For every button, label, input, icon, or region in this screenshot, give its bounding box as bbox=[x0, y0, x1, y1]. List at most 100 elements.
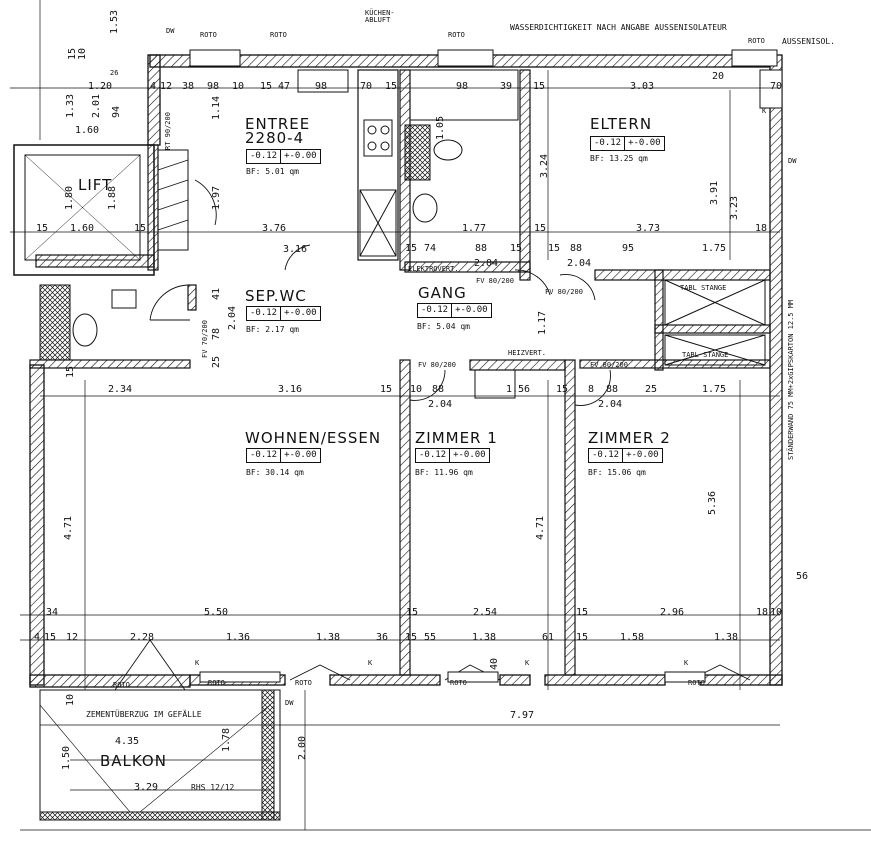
dim: 25 bbox=[645, 384, 658, 395]
dim: 1.38 bbox=[472, 632, 497, 643]
level-box-zimmer1: -0.12+-0.00 bbox=[415, 448, 490, 463]
dim: 3.16 bbox=[283, 244, 308, 255]
dim: 8 bbox=[588, 384, 595, 395]
vdim: 1.53 bbox=[109, 9, 120, 34]
dim: 3.73 bbox=[636, 223, 661, 234]
roto-label: ROTO bbox=[200, 31, 217, 39]
stair-lines bbox=[157, 159, 189, 231]
vdim: 25 bbox=[211, 355, 222, 368]
note-fv-z1: FV 80/200 bbox=[418, 361, 456, 369]
vdim: 3.91 bbox=[709, 180, 720, 205]
roto-label: ROTO bbox=[295, 679, 312, 687]
dim: 15 bbox=[260, 81, 273, 92]
room-name-lift: LIFT bbox=[78, 176, 113, 194]
level-a: -0.12 bbox=[592, 450, 620, 460]
note-fv-gang2: FV 80/200 bbox=[545, 288, 583, 296]
note-aussenisol: AUSSENISOL. bbox=[782, 37, 835, 46]
note-rt: RT 90/200 bbox=[164, 112, 172, 150]
level-a: -0.12 bbox=[250, 450, 278, 460]
roto-label: ROTO bbox=[113, 681, 130, 689]
note-wasserdichtigkeit: WASSERDICHTIGKEIT NACH ANGABE AUSSENISOL… bbox=[510, 23, 727, 32]
area-gang: BF: 5.04 qm bbox=[417, 322, 470, 331]
dim: 10 bbox=[770, 607, 783, 618]
roto-label: ROTO bbox=[748, 37, 765, 45]
level-box-gang: -0.12+-0.00 bbox=[417, 303, 492, 318]
dim: 12 bbox=[66, 632, 79, 643]
bathroom-fixtures bbox=[404, 69, 519, 223]
note-fv-z2: FV 80/200 bbox=[590, 361, 628, 369]
dim: 1.77 bbox=[462, 223, 487, 234]
dim: 18 bbox=[755, 223, 768, 234]
vdim: 1.17 bbox=[537, 310, 548, 335]
vdim: 1.14 bbox=[211, 95, 222, 120]
area-sepwc: BF: 2.17 qm bbox=[246, 325, 299, 334]
exterior-walls bbox=[29, 54, 783, 688]
note-dw-right: DW bbox=[788, 157, 797, 165]
vdim: 1.80 bbox=[64, 185, 75, 210]
dim: 15 bbox=[134, 223, 147, 234]
note-zementueberzug: ZEMENTÜBERZUG IM GEFÄLLE bbox=[86, 710, 202, 719]
k-marker: K bbox=[368, 659, 373, 667]
area-wohnen: BF: 30.14 qm bbox=[246, 468, 304, 477]
vdim: 1.50 bbox=[61, 745, 72, 770]
level-box-eltern: -0.12+-0.00 bbox=[590, 136, 665, 151]
level-box-zimmer2: -0.12+-0.00 bbox=[588, 448, 663, 463]
dim: 98 bbox=[315, 81, 328, 92]
dim: 15 bbox=[44, 632, 57, 643]
level-box-entree: -0.12+-0.00 bbox=[246, 149, 321, 164]
vdim: 2.04 bbox=[227, 305, 238, 330]
room-name-entree: ENTREE bbox=[245, 115, 311, 133]
dim: 47 bbox=[278, 81, 291, 92]
dim: 70 bbox=[770, 81, 783, 92]
room-name-eltern: ELTERN bbox=[590, 115, 653, 133]
vdim: 2.00 bbox=[297, 735, 308, 760]
dim: 2.04 bbox=[598, 399, 623, 410]
balcony bbox=[39, 689, 281, 821]
dim: 15 bbox=[548, 243, 561, 254]
level-b: +-0.00 bbox=[622, 449, 662, 462]
dim: 1.56 bbox=[506, 384, 531, 395]
vdim: 10 bbox=[77, 47, 88, 60]
dimension-lines bbox=[10, 0, 871, 831]
dim: 1.60 bbox=[75, 125, 100, 136]
dim: 4.35 bbox=[115, 736, 140, 747]
dim: 1.75 bbox=[702, 243, 727, 254]
dim: 3.76 bbox=[262, 223, 287, 234]
dim: 38 bbox=[182, 81, 195, 92]
level-a: -0.12 bbox=[594, 138, 622, 148]
area-entree: BF: 5.01 qm bbox=[246, 167, 299, 176]
level-box-sepwc: -0.12+-0.00 bbox=[246, 306, 321, 321]
dim: 4 bbox=[34, 632, 41, 643]
note-kuechenabluft: KÜCHEN-ABLUFT bbox=[365, 9, 395, 24]
dim: 7.97 bbox=[510, 710, 535, 721]
note-stange2: TABL STANGE bbox=[682, 351, 729, 359]
dim: 1.36 bbox=[226, 632, 251, 643]
roto-label: ROTO bbox=[450, 679, 467, 687]
note-staenderwand: STÄNDERWAND 75 MM+2xGIPSKARTON 12.5 MM bbox=[787, 299, 795, 460]
dim: 10 bbox=[410, 384, 423, 395]
level-a: -0.12 bbox=[419, 450, 447, 460]
level-b: +-0.00 bbox=[280, 307, 320, 320]
dim: 15 bbox=[510, 243, 523, 254]
gang-cupboards bbox=[474, 279, 766, 399]
door-swings bbox=[114, 179, 751, 691]
k-marker: K bbox=[525, 659, 530, 667]
dim: 98 bbox=[456, 81, 469, 92]
dim: 2.34 bbox=[108, 384, 133, 395]
vdim: 4.71 bbox=[535, 515, 546, 540]
roto-label: ROTO bbox=[208, 679, 225, 687]
dim: 15 bbox=[405, 632, 418, 643]
dim: 15 bbox=[380, 384, 393, 395]
dim: 2.28 bbox=[130, 632, 155, 643]
level-b: +-0.00 bbox=[449, 449, 489, 462]
dim: 1.60 bbox=[70, 223, 95, 234]
vdim: 1.78 bbox=[221, 727, 232, 752]
vdim: 3.24 bbox=[539, 153, 550, 178]
note-stange1: TABL STANGE bbox=[680, 284, 727, 292]
vdim: 40 bbox=[489, 657, 500, 670]
roto-label: ROTO bbox=[448, 31, 465, 39]
dim: 1.20 bbox=[88, 81, 113, 92]
lift-shaft bbox=[13, 144, 155, 276]
dim: 15 bbox=[556, 384, 569, 395]
dim: 15 bbox=[406, 607, 419, 618]
